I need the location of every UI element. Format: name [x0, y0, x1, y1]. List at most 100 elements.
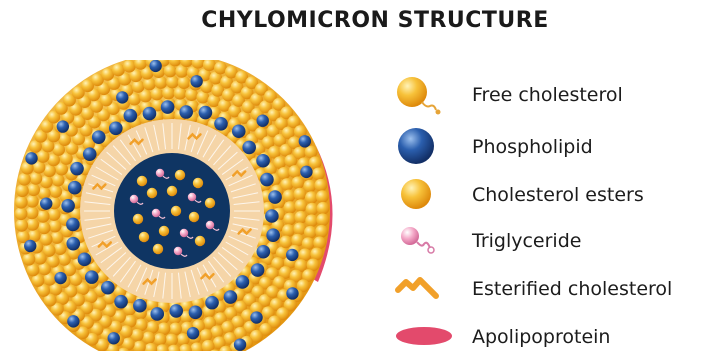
free-cholesterol-molecule [315, 225, 328, 238]
cholesterol-ester-molecule [171, 206, 181, 216]
free-cholesterol-molecule [305, 214, 318, 227]
free-cholesterol-molecule [293, 188, 306, 201]
phospholipid-molecule [189, 306, 203, 320]
free-cholesterol-molecule [26, 206, 39, 219]
triglyceride-molecule [130, 195, 138, 203]
esterified-cholesterol-molecule [99, 242, 111, 246]
phospholipid-molecule [78, 253, 92, 267]
cholesterol-ester-molecule [195, 236, 205, 246]
free-cholesterol-molecule [15, 219, 28, 232]
free-cholesterol-molecule [314, 179, 327, 192]
free-cholesterol-molecule [49, 185, 62, 198]
free-cholesterol-molecule [132, 80, 145, 93]
legend-label: Cholesterol esters [472, 184, 644, 206]
free-cholesterol-molecule [26, 195, 39, 208]
free-cholesterol-molecule [199, 329, 212, 342]
free-cholesterol-molecule [15, 196, 28, 209]
phospholipid-molecule [268, 190, 282, 204]
phospholipid-molecule [150, 307, 164, 321]
phospholipid-molecule [242, 141, 256, 155]
phospholipid-molecule [92, 130, 106, 144]
free-cholesterol-molecule [279, 235, 292, 248]
esterified-cholesterol-molecule [144, 280, 156, 284]
cholesterol-ester-molecule [193, 178, 203, 188]
free-cholesterol-molecule [294, 211, 307, 224]
esterified-cholesterol-molecule [188, 134, 200, 138]
cholesterol-ester-molecule [133, 214, 143, 224]
legend-item-free-cholesterol: Free cholesterol [386, 72, 706, 116]
free-cholesterol-molecule [304, 226, 317, 239]
phospholipid-molecule [109, 121, 123, 135]
triglyceride-molecule [152, 209, 160, 217]
legend-label: Free cholesterol [472, 84, 623, 106]
cholesterol-ester-molecule [167, 186, 177, 196]
chylomicron-illustration [0, 60, 360, 351]
esterified-cholesterol-molecule [93, 185, 105, 189]
phospholipid-molecule [250, 311, 262, 323]
free-cholesterol-molecule [29, 172, 42, 185]
phospholipid-molecule [143, 107, 157, 121]
free-cholesterol-molecule [316, 213, 329, 226]
triglyceride-icon [386, 218, 456, 262]
phospholipid-molecule [300, 166, 312, 178]
legend-label: Phospholipid [472, 136, 593, 158]
free-cholesterol-molecule [26, 218, 39, 231]
cholesterol-ester-molecule [159, 226, 169, 236]
cholesterol-ester-molecule [153, 244, 163, 254]
free-cholesterol-molecule [49, 220, 62, 233]
free-cholesterol-molecule [123, 60, 136, 73]
free-cholesterol-molecule [266, 285, 279, 298]
triglyceride-molecule [188, 193, 196, 201]
free-cholesterol-molecule [165, 334, 178, 347]
free-cholesterol-molecule [317, 202, 330, 215]
esterified-cholesterol-molecule [233, 172, 245, 176]
legend-item-triglyceride: Triglyceride [386, 218, 706, 262]
free-cholesterol-molecule [281, 178, 294, 191]
esterified-cholesterol-molecule [131, 140, 143, 144]
free-cholesterol-molecule [284, 201, 297, 214]
esterified-cholesterol-molecule [201, 274, 213, 278]
phospholipid-molecule [214, 117, 228, 131]
free-cholesterol-molecule [16, 184, 29, 197]
legend-item-apolipoprotein: Apolipoprotein [386, 314, 706, 358]
page-title: CHYLOMICRON STRUCTURE [150, 8, 600, 33]
triglyceride-molecule [180, 229, 188, 237]
legend-item-cholesterol-esters: Cholesterol esters [386, 172, 706, 216]
phospholipid-molecule [257, 114, 269, 126]
phospholipid-molecule [187, 327, 199, 339]
free-cholesterol-molecule [178, 76, 191, 89]
phospholipid-molecule [24, 240, 36, 252]
free-cholesterol-molecule [283, 190, 296, 203]
esterified-cholesterol-icon [386, 266, 456, 310]
phospholipid-molecule [54, 272, 66, 284]
free-cholesterol-molecule [309, 156, 322, 169]
free-cholesterol-molecule [143, 78, 156, 91]
free-cholesterol-molecule [164, 65, 177, 78]
esterified-cholesterol-molecule [239, 229, 251, 233]
free-cholesterol-molecule [52, 174, 65, 187]
free-cholesterol-molecule [316, 190, 329, 203]
phospholipid-molecule [66, 218, 80, 232]
phospholipid-molecule [67, 315, 79, 327]
phospholipid-molecule [190, 75, 202, 87]
phospholipid-molecule [61, 199, 75, 213]
free-cholesterol-molecule [27, 183, 40, 196]
free-cholesterol-molecule [154, 333, 167, 346]
cholesterol-ester-molecule [137, 176, 147, 186]
free-cholesterol-molecule [282, 224, 295, 237]
free-cholesterol-molecule [38, 221, 51, 234]
phospholipid-molecule [40, 197, 52, 209]
legend-item-phospholipid: Phospholipid [386, 124, 706, 168]
phospholipid-molecule [236, 275, 250, 289]
phospholipid-molecule [149, 60, 161, 72]
phospholipid-molecule [124, 109, 138, 123]
phospholipid-molecule [85, 270, 99, 284]
legend-label: Apolipoprotein [472, 326, 610, 348]
triglyceride-molecule [156, 169, 164, 177]
free-cholesterol-molecule [283, 213, 296, 226]
phospholipid-icon [386, 124, 456, 168]
triglyceride-molecule [206, 221, 214, 229]
phospholipid-molecule [83, 147, 97, 161]
phospholipid-molecule [205, 296, 219, 310]
free-cholesterol-molecule [15, 207, 28, 220]
